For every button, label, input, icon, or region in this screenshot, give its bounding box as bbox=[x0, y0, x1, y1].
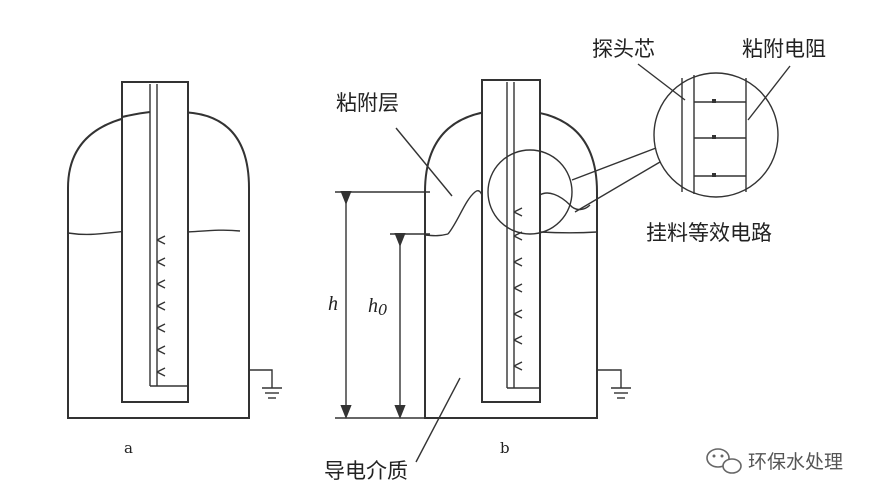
panel-a-label: a bbox=[124, 439, 133, 457]
adhesion-resistance-leader bbox=[747, 65, 791, 121]
dimension-h bbox=[335, 191, 430, 419]
panel-b-probe bbox=[481, 79, 541, 403]
panel-a-probe bbox=[121, 81, 189, 403]
panel-b-label: b bbox=[500, 439, 510, 457]
watermark-text: 环保水处理 bbox=[748, 451, 843, 473]
adhesion-resistance-label: 粘附电阻 bbox=[742, 37, 826, 61]
probe-core-leader bbox=[637, 63, 686, 101]
zoom-connector-top bbox=[571, 147, 657, 181]
height-h-label: h bbox=[328, 293, 338, 315]
conductive-medium-label: 导电介质 bbox=[324, 459, 408, 483]
panel-b-ground-icon bbox=[597, 369, 631, 399]
wechat-icon bbox=[706, 448, 742, 474]
conductive-medium-leader bbox=[415, 377, 461, 463]
panel-b-electrode-ticks bbox=[513, 207, 523, 371]
equivalent-circuit-label: 挂料等效电路 bbox=[646, 221, 772, 245]
zoom-connector-bottom bbox=[574, 161, 661, 213]
panel-a-electrode-ticks bbox=[156, 235, 166, 377]
probe-core-label: 探头芯 bbox=[592, 37, 655, 61]
magnifier-circle-small bbox=[487, 149, 573, 235]
adhesion-layer-label: 粘附层 bbox=[336, 91, 399, 115]
adhesion-layer-leader bbox=[395, 127, 453, 197]
dimension-h0 bbox=[390, 233, 430, 419]
equivalent-circuit-zoom bbox=[653, 72, 779, 198]
panel-a-ground-icon bbox=[249, 369, 282, 399]
height-h0-label: h0 bbox=[368, 295, 388, 319]
watermark: 环保水处理 bbox=[706, 448, 843, 474]
